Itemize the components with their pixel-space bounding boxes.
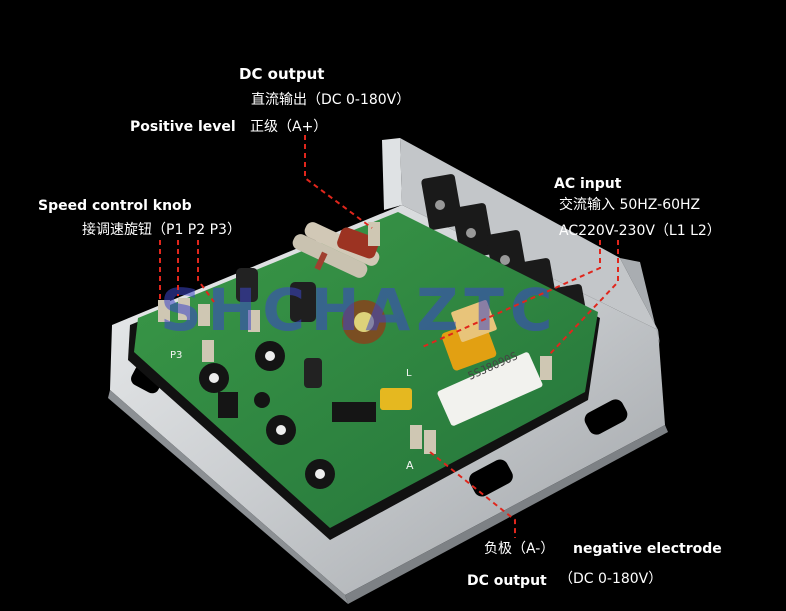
negative-cn: 负极（A-） <box>484 541 554 557</box>
dc-output-top-cn: 直流输出（DC 0-180V） <box>251 91 410 108</box>
speed-knob-cn: 接调速旋钮（P1 P2 P3） <box>82 221 241 238</box>
mount-slot <box>469 459 513 497</box>
leader-ac-l2 <box>547 240 619 357</box>
pin-label-p3: P3 <box>170 350 182 361</box>
ac-input-title: AC input <box>554 176 622 192</box>
leader-ac-l1 <box>419 240 601 349</box>
speed-knob-en: Speed control knob <box>38 198 192 214</box>
positive-level-en: Positive level <box>130 119 236 135</box>
leader-negative <box>429 451 516 538</box>
leader-lines <box>159 135 619 538</box>
ac-input-frequency: 交流输入 50HZ-60HZ <box>559 196 700 213</box>
mount-slot <box>584 399 628 435</box>
pin-label-a: A <box>406 459 414 472</box>
dc-output-bottom-title: DC output <box>467 573 547 589</box>
pin-label-l: L <box>406 368 412 379</box>
dc-output-bottom-range: （DC 0-180V） <box>559 571 662 587</box>
leader-positive <box>304 135 373 229</box>
ac-input-voltage: AC220V-230V（L1 L2） <box>559 223 721 239</box>
leader-speed-p3 <box>197 240 215 303</box>
positive-level-cn: 正级（A+） <box>250 119 327 135</box>
dc-output-top-title: DC output <box>239 65 324 83</box>
negative-en: negative electrode <box>573 541 722 557</box>
watermark: SHCHAZTC <box>160 276 559 344</box>
pcb-components <box>158 222 552 489</box>
